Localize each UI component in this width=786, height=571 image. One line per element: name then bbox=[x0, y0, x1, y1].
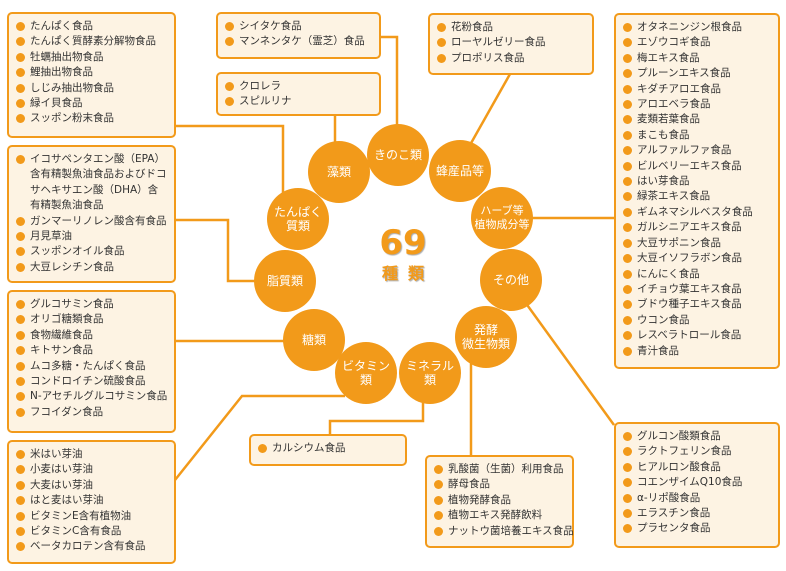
list-item: 乳酸菌（生菌）利用食品 bbox=[434, 462, 566, 477]
list-item: はと麦はい芽油 bbox=[16, 493, 168, 508]
list-item: しじみ抽出物食品 bbox=[16, 81, 168, 96]
list-item: プルーンエキス食品 bbox=[623, 66, 772, 81]
list-item: グルコサミン食品 bbox=[16, 297, 168, 312]
list-item: 大豆イソフラボン食品 bbox=[623, 251, 772, 266]
list-item: 鯉抽出物食品 bbox=[16, 65, 168, 80]
category-box-mineral: カルシウム食品 bbox=[249, 434, 407, 466]
list-item: スピルリナ bbox=[225, 94, 373, 109]
category-box-vitamin: 米はい芽油小麦はい芽油大麦はい芽油はと麦はい芽油ビタミンE含有植物油ビタミンC含… bbox=[7, 440, 176, 564]
list-item: キダチアロエ食品 bbox=[623, 82, 772, 97]
list-item: オリゴ糖類食品 bbox=[16, 312, 168, 327]
list-item: ブドウ種子エキス食品 bbox=[623, 297, 772, 312]
list-item: ビタミンC含有食品 bbox=[16, 524, 168, 539]
category-box-fermentation: 乳酸菌（生菌）利用食品酵母食品植物発酵食品植物エキス発酵飲料ナットウ菌培養エキス… bbox=[425, 455, 574, 548]
category-box-algae: クロレラスピルリナ bbox=[216, 72, 381, 116]
list-item: 牡蠣抽出物食品 bbox=[16, 50, 168, 65]
category-circle-algae: 藻類 bbox=[308, 141, 370, 203]
list-item: ギムネマシルベスタ食品 bbox=[623, 205, 772, 220]
list-item: ムコ多糖・たんぱく食品 bbox=[16, 359, 168, 374]
list-item: まこも食品 bbox=[623, 128, 772, 143]
category-circle-bee-products: 蜂産品等 bbox=[429, 140, 491, 202]
list-item: オタネニンジン根食品 bbox=[623, 20, 772, 35]
category-circle-herb: ハーブ等 植物成分等 bbox=[471, 187, 533, 249]
list-item: α-リポ酸食品 bbox=[623, 491, 772, 506]
category-circle-sugar: 糖類 bbox=[283, 309, 345, 371]
list-item: プロポリス食品 bbox=[437, 51, 586, 66]
category-circle-other: その他 bbox=[480, 249, 542, 311]
list-item: エラスチン食品 bbox=[623, 506, 772, 521]
list-item: フコイダン食品 bbox=[16, 405, 168, 420]
list-item: 梅エキス食品 bbox=[623, 51, 772, 66]
list-item: エゾウコギ食品 bbox=[623, 35, 772, 50]
list-item: 植物エキス発酵飲料 bbox=[434, 508, 566, 523]
list-item: たんぱく食品 bbox=[16, 19, 168, 34]
list-item: ベータカロテン含有食品 bbox=[16, 539, 168, 554]
list-item: スッポン粉末食品 bbox=[16, 111, 168, 126]
list-item: 酵母食品 bbox=[434, 477, 566, 492]
list-item: 青汁食品 bbox=[623, 344, 772, 359]
category-box-sugar: グルコサミン食品オリゴ糖類食品食物繊維食品キトサン食品ムコ多糖・たんぱく食品コン… bbox=[7, 290, 176, 433]
list-item: 緑イ貝食品 bbox=[16, 96, 168, 111]
list-item: ナットウ菌培養エキス食品 bbox=[434, 524, 574, 539]
category-box-lipid: イコサペンタエン酸（EPA）含有精製魚油食品およびドコサヘキサエン酸（DHA）含… bbox=[7, 145, 176, 283]
category-box-kinoko: シイタケ食品マンネンタケ（霊芝）食品 bbox=[216, 12, 381, 59]
category-box-herb: オタネニンジン根食品エゾウコギ食品梅エキス食品プルーンエキス食品キダチアロエ食品… bbox=[614, 13, 780, 369]
list-item: 麦類若葉食品 bbox=[623, 112, 772, 127]
list-item: イコサペンタエン酸（EPA）含有精製魚油食品およびドコサヘキサエン酸（DHA）含… bbox=[16, 152, 168, 214]
list-item: ローヤルゼリー食品 bbox=[437, 35, 586, 50]
list-item: イチョウ葉エキス食品 bbox=[623, 282, 772, 297]
category-circle-mineral: ミネラル 類 bbox=[399, 342, 461, 404]
list-item: ラクトフェリン食品 bbox=[623, 444, 772, 459]
list-item: 月見草油 bbox=[16, 229, 168, 244]
category-box-bee-products: 花粉食品ローヤルゼリー食品プロポリス食品 bbox=[428, 13, 594, 75]
total-count-label: 種類 bbox=[381, 264, 434, 283]
category-circle-fermentation: 発酵 微生物類 bbox=[455, 306, 517, 368]
list-item: にんにく食品 bbox=[623, 267, 772, 282]
list-item: 植物発酵食品 bbox=[434, 493, 566, 508]
list-item: 大麦はい芽油 bbox=[16, 478, 168, 493]
list-item: グルコン酸類食品 bbox=[623, 429, 772, 444]
category-circle-kinoko: きのこ類 bbox=[367, 124, 429, 186]
list-item: ガンマーリノレン酸含有食品 bbox=[16, 214, 168, 229]
list-item: 花粉食品 bbox=[437, 20, 586, 35]
list-item: たんぱく質酵素分解物食品 bbox=[16, 34, 168, 49]
total-count: 69 種類 bbox=[360, 226, 446, 284]
list-item: ガルシニアエキス食品 bbox=[623, 220, 772, 235]
list-item: ビタミンE含有植物油 bbox=[16, 509, 168, 524]
list-item: アルファルファ食品 bbox=[623, 143, 772, 158]
list-item: 小麦はい芽油 bbox=[16, 462, 168, 477]
list-item: クロレラ bbox=[225, 79, 373, 94]
list-item: アロエベラ食品 bbox=[623, 97, 772, 112]
list-item: スッポンオイル食品 bbox=[16, 244, 168, 259]
category-circle-vitamin: ビタミン 類 bbox=[335, 342, 397, 404]
list-item: ヒアルロン酸食品 bbox=[623, 460, 772, 475]
total-count-number: 69 bbox=[379, 223, 427, 263]
list-item: コエンザイムQ10食品 bbox=[623, 475, 772, 490]
list-item: キトサン食品 bbox=[16, 343, 168, 358]
list-item: カルシウム食品 bbox=[258, 441, 399, 456]
list-item: はい芽食品 bbox=[623, 174, 772, 189]
list-item: マンネンタケ（霊芝）食品 bbox=[225, 34, 373, 49]
list-item: シイタケ食品 bbox=[225, 19, 373, 34]
category-circle-lipid: 脂質類 bbox=[254, 250, 316, 312]
list-item: レスベラトロール食品 bbox=[623, 328, 772, 343]
category-circle-protein: たんぱく 質類 bbox=[267, 188, 329, 250]
list-item: N-アセチルグルコサミン食品 bbox=[16, 389, 168, 404]
list-item: 食物繊維食品 bbox=[16, 328, 168, 343]
list-item: コンドロイチン硫酸食品 bbox=[16, 374, 168, 389]
list-item: 緑茶エキス食品 bbox=[623, 189, 772, 204]
list-item: 米はい芽油 bbox=[16, 447, 168, 462]
list-item: ウコン食品 bbox=[623, 313, 772, 328]
list-item: ビルベリーエキス食品 bbox=[623, 159, 772, 174]
category-box-protein: たんぱく食品たんぱく質酵素分解物食品牡蠣抽出物食品鯉抽出物食品しじみ抽出物食品緑… bbox=[7, 12, 176, 138]
list-item: プラセンタ食品 bbox=[623, 521, 772, 536]
list-item: 大豆サポニン食品 bbox=[623, 236, 772, 251]
list-item: 大豆レシチン食品 bbox=[16, 260, 168, 275]
